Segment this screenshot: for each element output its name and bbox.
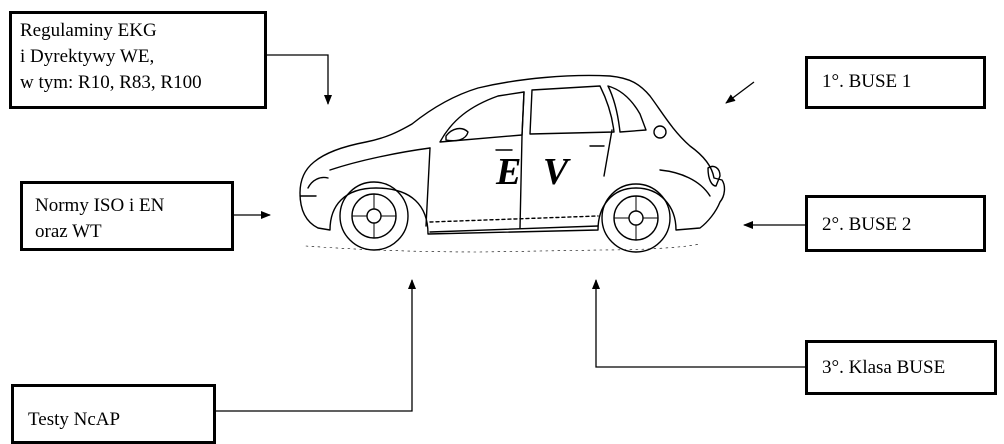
ncap-box: Testy NcAP bbox=[11, 384, 216, 444]
connector-ncap bbox=[216, 280, 412, 411]
norms-box: Normy ISO i EN oraz WT bbox=[20, 181, 234, 251]
buse1-box: 1°. BUSE 1 bbox=[805, 56, 986, 109]
connector-regulations bbox=[267, 55, 328, 104]
buse2-box: 2°. BUSE 2 bbox=[805, 195, 986, 252]
connector-buse1 bbox=[726, 82, 754, 103]
vehicle-label: E V bbox=[496, 150, 574, 194]
regulations-line-3: w tym: R10, R83, R100 bbox=[20, 70, 256, 96]
buse2-line-1: 2°. BUSE 2 bbox=[822, 212, 975, 238]
buse3-line-1: 3°. Klasa BUSE bbox=[822, 355, 986, 381]
regulations-line-2: i Dyrektywy WE, bbox=[20, 44, 256, 70]
regulations-box: Regulaminy EKG i Dyrektywy WE, w tym: R1… bbox=[9, 11, 267, 109]
ncap-line-1: Testy NcAP bbox=[28, 407, 205, 433]
regulations-line-1: Regulaminy EKG bbox=[20, 18, 256, 44]
norms-line-2: oraz WT bbox=[35, 219, 223, 245]
norms-line-1: Normy ISO i EN bbox=[35, 193, 223, 219]
buse3-box: 3°. Klasa BUSE bbox=[805, 340, 997, 395]
buse1-line-1: 1°. BUSE 1 bbox=[822, 69, 975, 95]
connector-buse3 bbox=[596, 280, 805, 367]
